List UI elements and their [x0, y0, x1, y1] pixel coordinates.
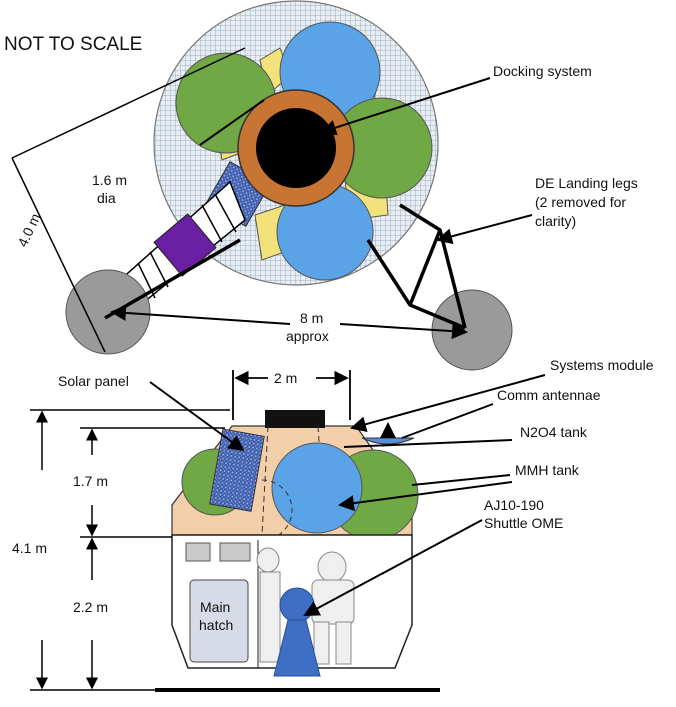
span-dim-label-1: 8 m: [300, 310, 323, 326]
solar-panel-label: Solar panel: [58, 373, 129, 389]
astronaut-figures: [256, 547, 355, 665]
height-upper-label: 1.7 m: [73, 473, 108, 489]
engine-callout: [303, 519, 483, 616]
window-1: [185, 542, 211, 562]
side-tank-blue: [271, 442, 363, 534]
docking-callout: [320, 77, 491, 136]
height-dimensions: [30, 409, 230, 691]
span-dimension: [110, 304, 468, 340]
legs-label-1: DE Landing legs: [535, 175, 638, 191]
legs-label-2: (2 removed for: [535, 194, 626, 210]
height-lower-label: 2.2 m: [73, 599, 108, 615]
span-dim-label-2: approx: [286, 328, 329, 344]
systems-module-label: Systems module: [550, 357, 654, 373]
docking-port: [256, 108, 336, 188]
mmh-callout-2: [338, 481, 513, 512]
main-hatch-label-1: Main: [200, 599, 230, 615]
diag-dim-label: 4.0 m: [14, 211, 43, 249]
mmh-callout-1: [411, 474, 511, 486]
comm-antenna-dish: [361, 437, 415, 445]
engine-label-2: Shuttle OME: [484, 515, 563, 531]
tank-dia-label-2: dia: [97, 190, 116, 206]
main-hatch-label-2: hatch: [199, 617, 233, 633]
diagram-title: NOT TO SCALE: [4, 34, 142, 55]
comm-antennae-label: Comm antennae: [497, 387, 601, 403]
n2o4-callout: [343, 439, 513, 448]
side-solar-panel: [209, 428, 265, 512]
docking-system-label: Docking system: [493, 63, 592, 79]
docking-adapter: [265, 410, 325, 428]
engine-label-1: AJ10-190: [484, 497, 544, 513]
window-2: [219, 542, 251, 562]
width-dimension: [232, 370, 351, 420]
leg-pad-left: [65, 269, 151, 355]
antenna-callout: [401, 403, 494, 439]
height-total-label: 4.1 m: [12, 540, 47, 556]
legs-label-3: clarity): [535, 213, 576, 229]
systems-callout: [350, 374, 546, 433]
solar-callout: [149, 381, 245, 452]
tank-dia-label-1: 1.6 m: [92, 172, 127, 188]
mmh-tank-label: MMH tank: [515, 462, 580, 478]
main-hatch: [189, 579, 249, 663]
n2o4-tank-label: N2O4 tank: [520, 424, 588, 440]
legs-callout: [436, 214, 533, 245]
tank-dia-callout: [199, 99, 265, 146]
diag-dimension: [11, 47, 246, 353]
width-dim-label: 2 m: [274, 370, 297, 386]
